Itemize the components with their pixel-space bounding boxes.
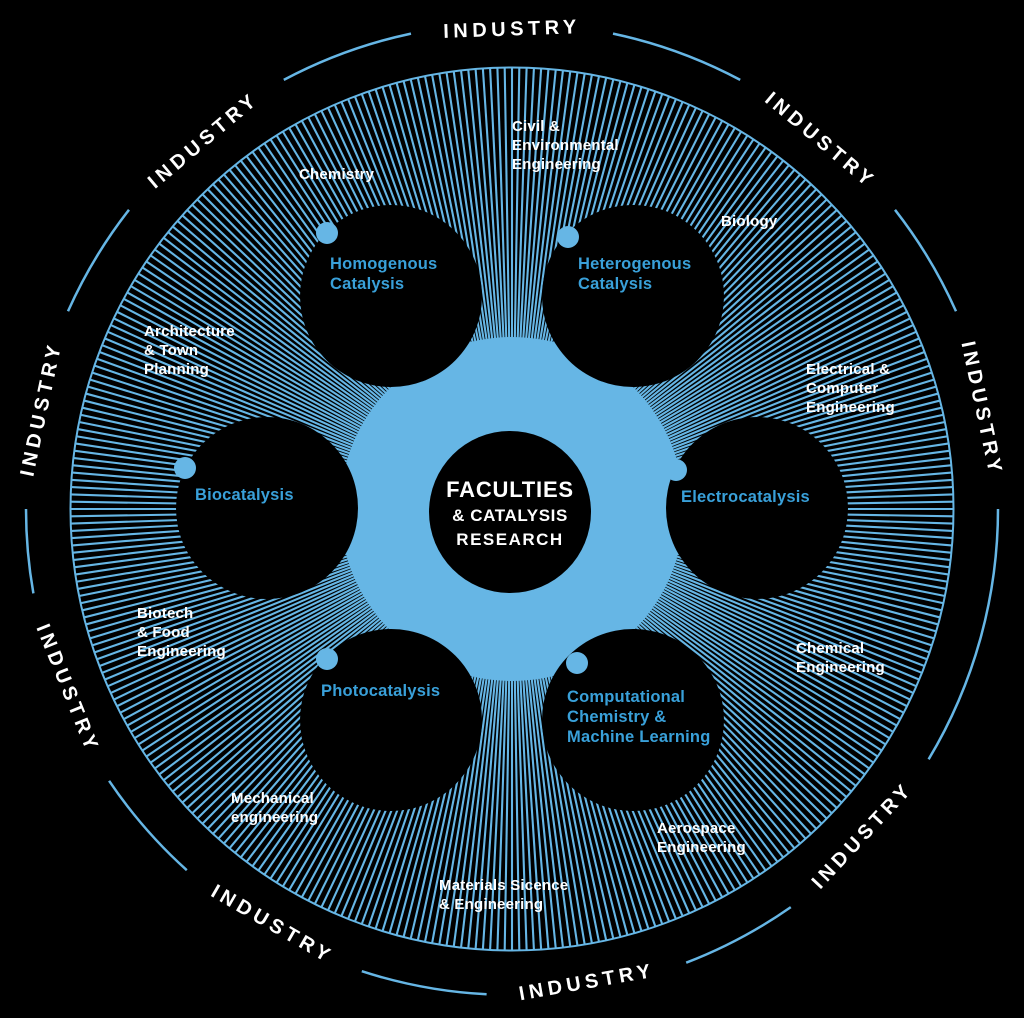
- research-circle-biocatalysis: [176, 417, 358, 599]
- node-dot-biocatalysis: [174, 457, 196, 479]
- center-circle: [429, 431, 591, 593]
- industry-ring-arc-segment: [685, 906, 792, 964]
- industry-ring-arc-segment: [283, 32, 412, 82]
- center-subtitle-2: RESEARCH: [456, 530, 564, 549]
- research-label-photocatalysis: Photocatalysis: [321, 682, 441, 700]
- faculty-label-materials: Materials Sicence& Engineering: [439, 877, 569, 913]
- industry-ring-label-0: INDUSTRY: [442, 16, 582, 43]
- faculty-label-biology: Biology: [721, 213, 778, 230]
- industry-ring-arc: [24, 32, 1000, 996]
- industry-ring-arc-segment: [66, 209, 130, 312]
- center-subtitle-1: & CATALYSIS: [452, 506, 568, 525]
- research-circle-computational-chemistry: [542, 629, 724, 811]
- faculty-label-chemistry: Chemistry: [299, 166, 375, 183]
- industry-ring-arc-segment: [927, 508, 1000, 760]
- industry-ring-arc-segment: [361, 970, 487, 996]
- research-label-biocatalysis: Biocatalysis: [195, 486, 294, 504]
- research-circle-homogenous-catalysis: [300, 205, 482, 387]
- industry-ring-arc-segment: [24, 508, 35, 594]
- node-dot-electrocatalysis: [665, 459, 687, 481]
- node-dot-homogenous: [316, 222, 338, 244]
- node-dot-computational: [566, 652, 588, 674]
- research-label-electrocatalysis: Electrocatalysis: [681, 488, 810, 506]
- industry-ring-arc-segment: [108, 780, 188, 872]
- center-title: FACULTIES: [446, 477, 574, 502]
- node-dot-photocatalysis: [316, 648, 338, 670]
- industry-ring-arc-segment: [612, 32, 741, 82]
- node-dot-heterogenous: [557, 226, 579, 248]
- research-circle-photocatalysis: [300, 629, 482, 811]
- research-circle-electrocatalysis: [666, 417, 848, 599]
- ray-field-rim: [69, 66, 955, 952]
- research-circle-heterogenous-catalysis: [542, 205, 724, 387]
- industry-ring-arc-segment: [894, 209, 958, 312]
